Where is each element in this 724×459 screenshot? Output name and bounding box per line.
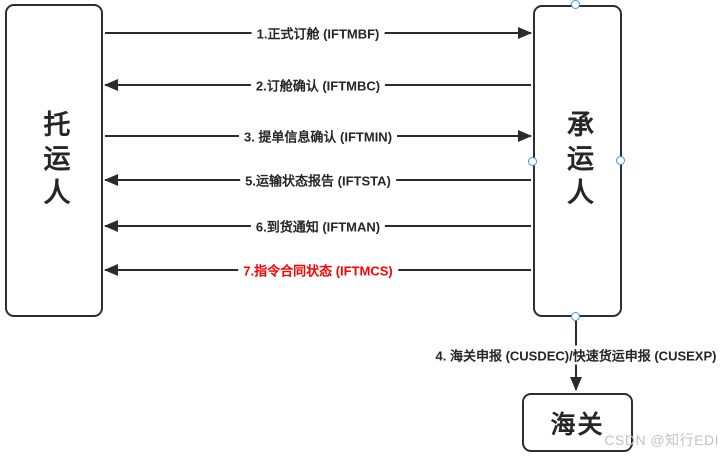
arrow-label: 5.运输状态报告 (IFTSTA)	[240, 170, 396, 190]
connection-handle-right[interactable]	[616, 156, 625, 165]
arrow-label: 6.到货通知 (IFTMAN)	[250, 216, 386, 236]
arrowhead-right-icon	[518, 130, 532, 142]
arrowhead-left-icon	[104, 174, 118, 186]
watermark-text: CSDN @知行EDI	[604, 432, 719, 448]
connection-handle-left[interactable]	[528, 157, 537, 166]
arrowhead-left-icon	[104, 264, 118, 276]
arrow-label: 3. 提单信息确认 (IFTMIN)	[238, 126, 398, 146]
arrowhead-down-icon	[570, 377, 582, 391]
arrowhead-left-icon	[104, 220, 118, 232]
shipper-box[interactable]: 托运人	[5, 4, 103, 317]
arrowhead-right-icon	[518, 27, 532, 39]
arrow-label-customs-declaration: 4. 海关申报 (CUSDEC)/快速货运申报 (CUSEXP)	[431, 345, 721, 365]
carrier-label: 承运人	[563, 110, 593, 212]
arrowhead-left-icon	[104, 79, 118, 91]
carrier-box[interactable]: 承运人	[533, 5, 622, 317]
arrow-label: 7.指令合同状态 (IFTMCS)	[238, 260, 398, 280]
arrow-label: 2.订舱确认 (IFTMBC)	[250, 75, 386, 95]
connection-handle-top[interactable]	[571, 0, 580, 9]
connection-handle-bottom[interactable]	[571, 312, 580, 321]
customs-label: 海关	[550, 410, 605, 439]
customs-box[interactable]: 海关	[522, 393, 633, 452]
arrow-label: 1.正式订舱 (IFTMBF)	[251, 23, 385, 43]
shipper-label: 托运人	[39, 109, 70, 212]
